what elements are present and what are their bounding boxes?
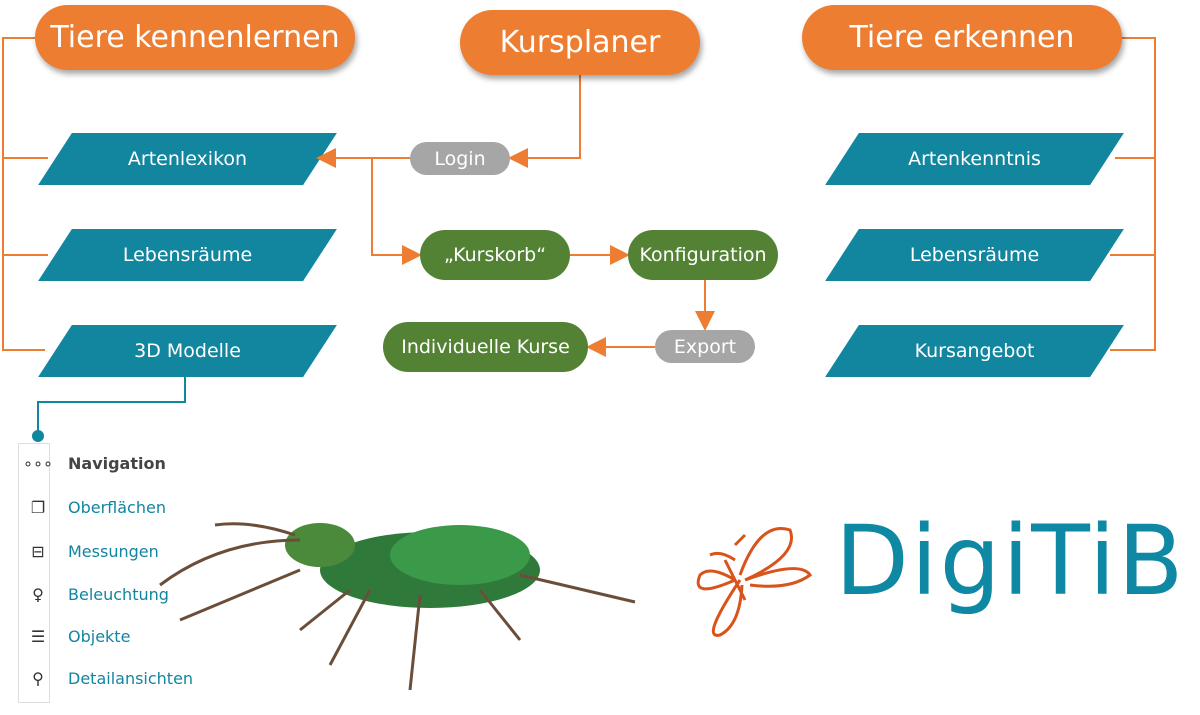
magnifier-icon: ⚲ [32,668,44,688]
tape-measure-icon: ⊟ [31,541,45,561]
header-kursplaner[interactable]: Kursplaner [460,10,700,75]
item-3d-modelle[interactable]: 3D Modelle [55,325,320,377]
item-artenlexikon[interactable]: Artenlexikon [55,133,320,185]
nav-oberflaechen[interactable]: ❐Oberflächen [14,492,254,522]
nav-navigation[interactable]: ∘∘∘Navigation [14,448,254,478]
model-nav-panel [18,443,50,703]
item-kursangebot[interactable]: Kursangebot [842,325,1107,377]
item-artenkenntnis[interactable]: Artenkenntnis [842,133,1107,185]
nav-beleuchtung[interactable]: ♀Beleuchtung [14,579,254,609]
nav-detailansichten[interactable]: ⚲Detailansichten [14,663,254,693]
login-button[interactable]: Login [410,142,510,175]
nav-objekte[interactable]: ☰Objekte [14,621,254,651]
export-button[interactable]: Export [655,330,755,363]
header-tiere-kennenlernen[interactable]: Tiere kennenlernen [35,5,355,70]
butterfly-logo-icon [696,527,813,637]
kurskorb-node[interactable]: „Kurskorb“ [420,230,570,280]
item-lebensraeume-left[interactable]: Lebensräume [55,229,320,281]
item-lebensraeume-right[interactable]: Lebensräume [842,229,1107,281]
dots-icon: ∘∘∘ [22,453,54,473]
konfiguration-node[interactable]: Konfiguration [628,230,778,280]
lightbulb-icon: ♀ [32,584,44,604]
nav-messungen[interactable]: ⊟Messungen [14,536,254,566]
list-icon: ☰ [30,626,46,646]
digitib-logo: DigiTiB [835,505,1186,617]
beetle-image [159,522,636,691]
header-tiere-erkennen[interactable]: Tiere erkennen [802,5,1122,70]
pages-icon: ❐ [30,497,46,517]
individuelle-kurse-node[interactable]: Individuelle Kurse [383,322,588,372]
